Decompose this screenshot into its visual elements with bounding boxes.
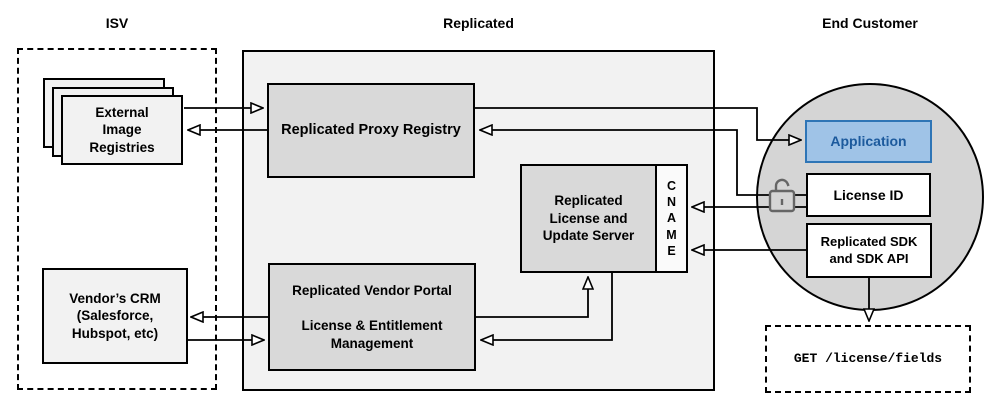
cname-node: C N A M E <box>655 164 688 273</box>
replicated-proxy-registry-node: Replicated Proxy Registry <box>267 83 475 178</box>
isv-group-container <box>17 48 217 390</box>
edge-license-server-to-portal <box>481 273 613 340</box>
external-image-registries-node: External Image Registries <box>61 95 183 165</box>
vendor-portal-node: Replicated Vendor Portal License & Entit… <box>268 263 476 371</box>
replicated-group-label: Replicated <box>443 15 514 31</box>
isv-group-label: ISV <box>105 15 129 31</box>
application-node: Application <box>805 120 932 163</box>
end-customer-group-label: End Customer <box>822 15 918 31</box>
unlock-icon <box>768 178 796 213</box>
vendor-crm-node: Vendor’s CRM (Salesforce, Hubspot, etc) <box>42 268 188 364</box>
edge-proxy-to-application <box>475 107 801 140</box>
license-id-node: License ID <box>806 173 931 217</box>
license-update-server-node: Replicated License and Update Server <box>520 164 657 273</box>
get-license-fields-box: GET /license/fields <box>765 325 971 393</box>
edge-portal-to-license-server <box>476 277 588 318</box>
replicated-sdk-node: Replicated SDK and SDK API <box>806 223 932 278</box>
